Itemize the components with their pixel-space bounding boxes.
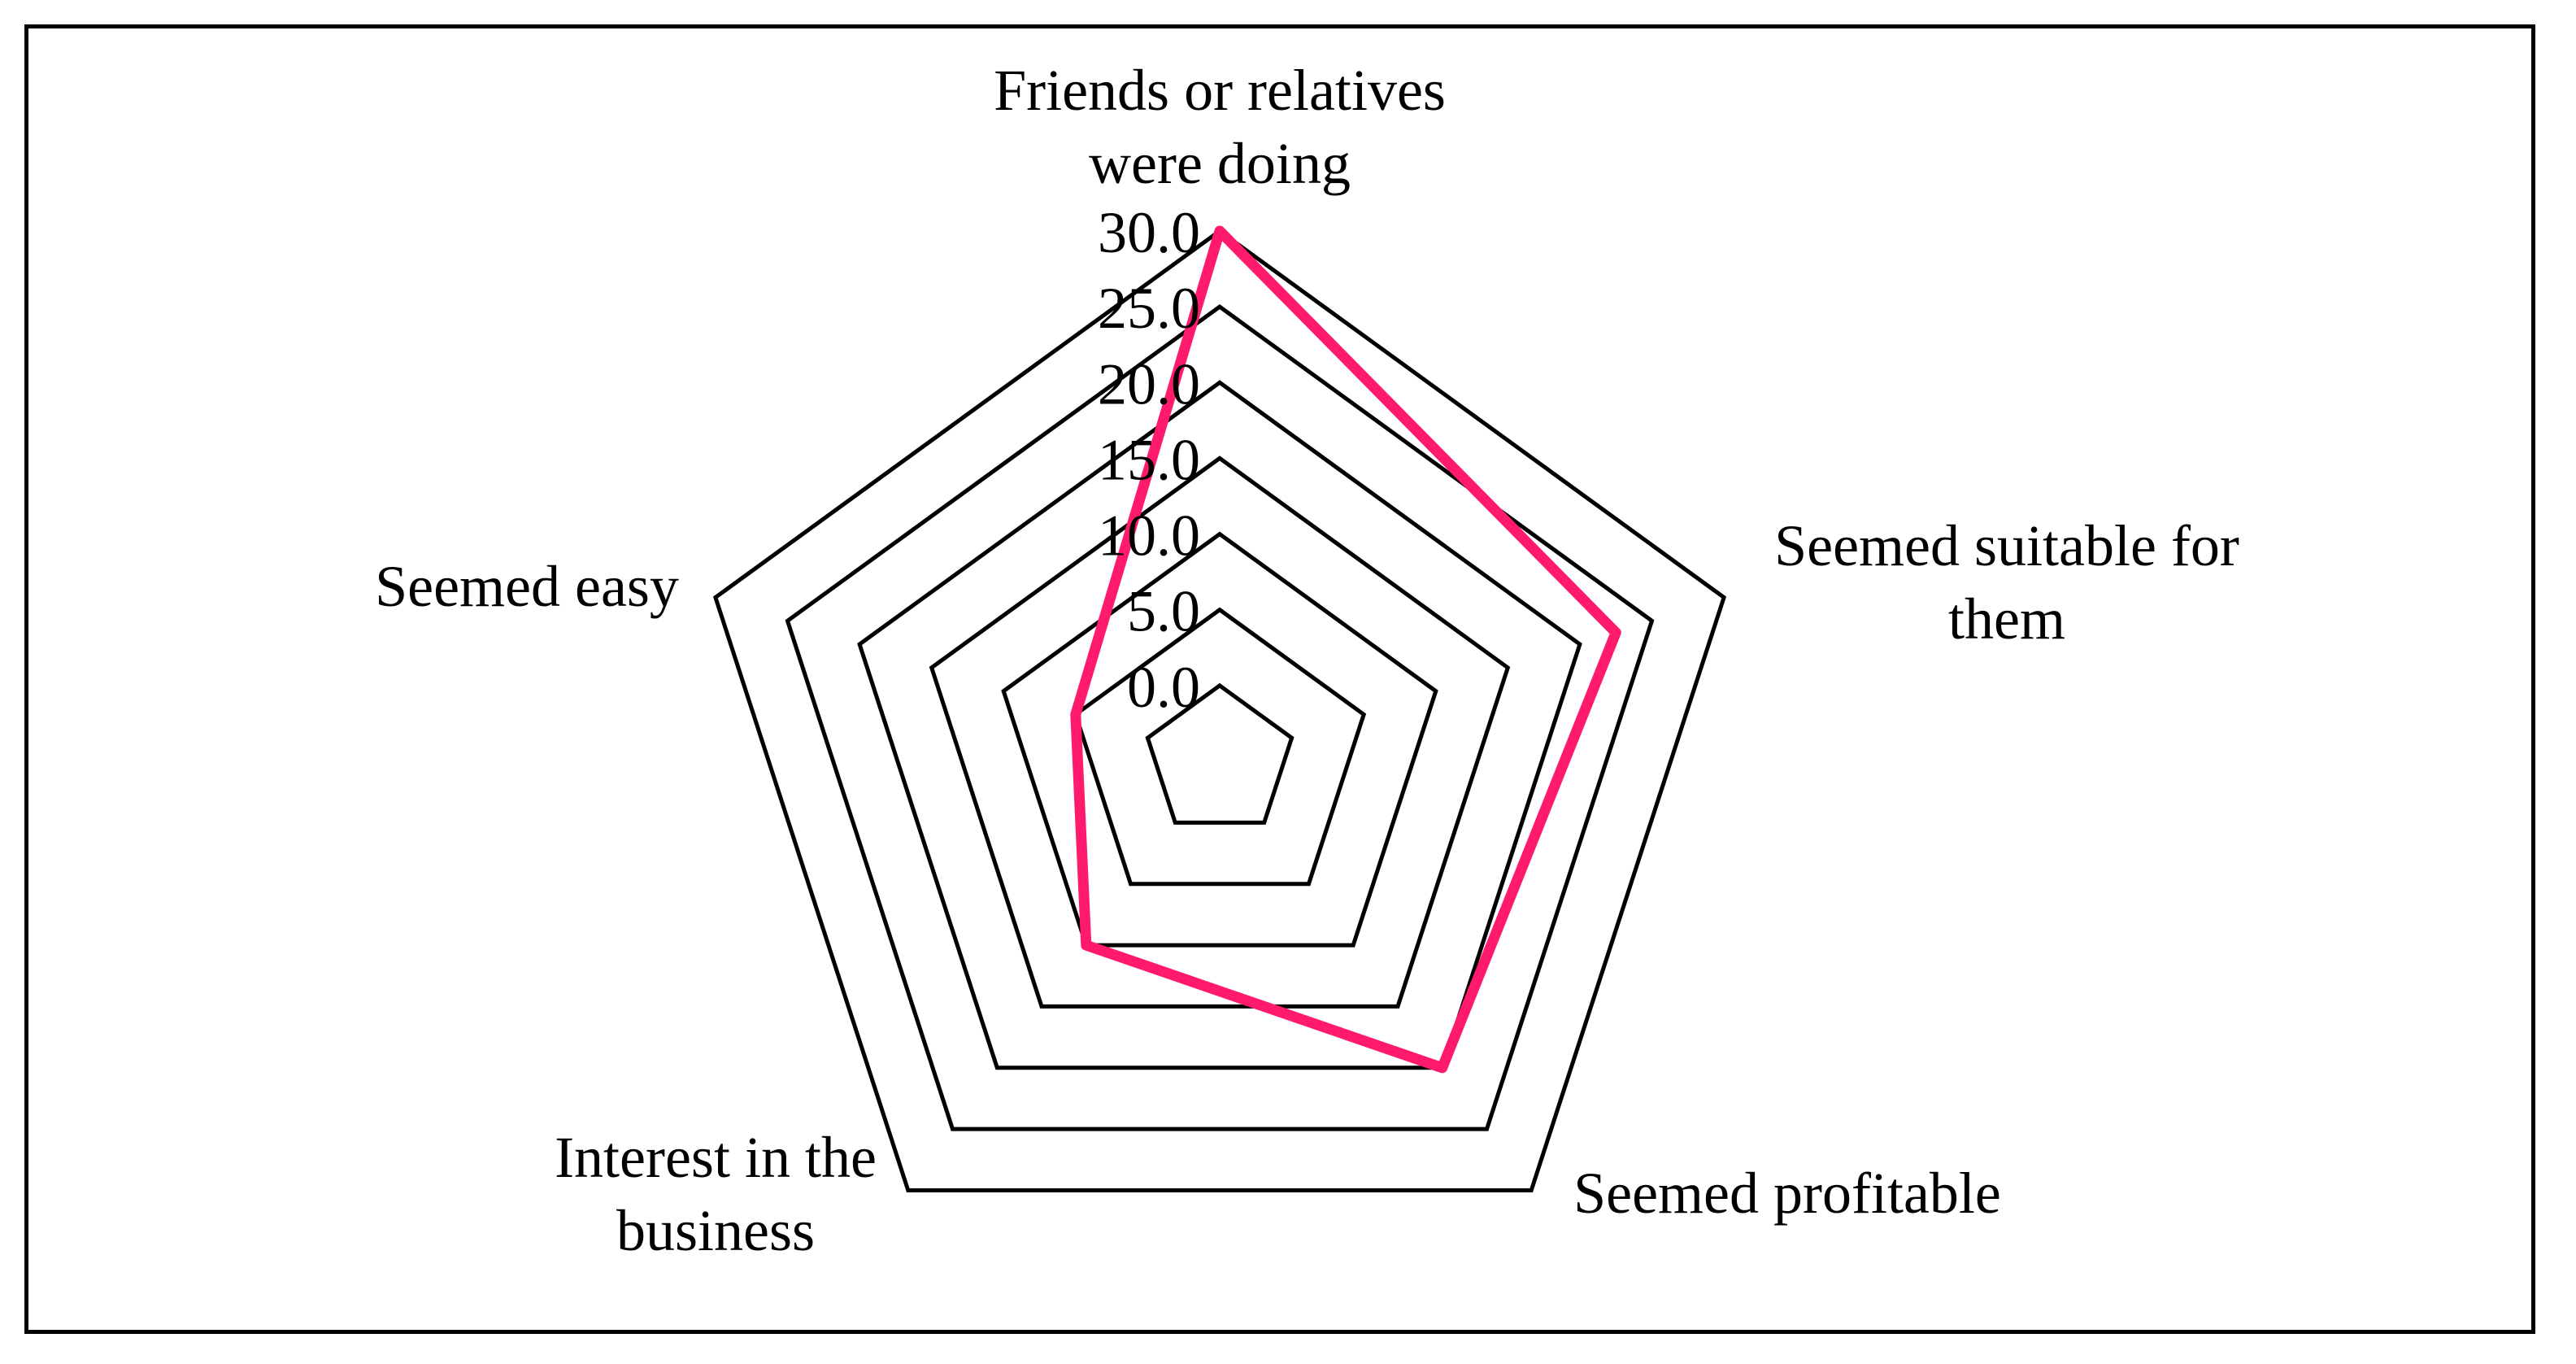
grid-ring-1 [1073,607,1367,887]
grid-ring-3 [929,455,1511,1009]
category-label-line: business [616,1198,815,1263]
category-label-line: Interest in the [555,1125,877,1190]
category-label-line: were doing [1089,131,1351,196]
category-label-line: them [1948,586,2065,651]
tick-label: 0.0 [1127,655,1200,720]
radar-series [1070,225,1621,1074]
category-label: Seemed suitable for them [1774,513,2239,651]
grid-ring-4 [857,380,1582,1070]
series-line-0 [1070,225,1621,1074]
tick-label: 15.0 [1098,427,1200,492]
category-label: Seemed easy [375,554,679,619]
category-label-line: Friends or relatives [994,58,1446,123]
radial-tick-labels: 0.0 5.0 10.0 15.0 20.0 25.0 30.0 [1098,200,1200,720]
grid-ring-6 [712,228,1727,1192]
chart-frame [24,24,2535,1334]
radar-grid [712,228,1727,1192]
grid-ring-0 [1145,682,1295,825]
category-label: Friends or relatives were doing [994,58,1446,196]
grid-ring-5 [785,304,1655,1131]
category-label-line: Seemed profitable [1573,1161,2001,1226]
category-label: Seemed profitable [1573,1161,2001,1226]
tick-label: 5.0 [1127,579,1200,644]
tick-label: 30.0 [1098,200,1200,265]
category-label-line: Seemed easy [375,554,679,619]
tick-label: 10.0 [1098,503,1200,569]
category-label-line: Seemed suitable for [1774,513,2239,578]
grid-ring-2 [1001,531,1438,948]
category-label: Interest in the business [555,1125,877,1263]
tick-label: 25.0 [1098,276,1200,341]
tick-label: 20.0 [1098,351,1200,416]
